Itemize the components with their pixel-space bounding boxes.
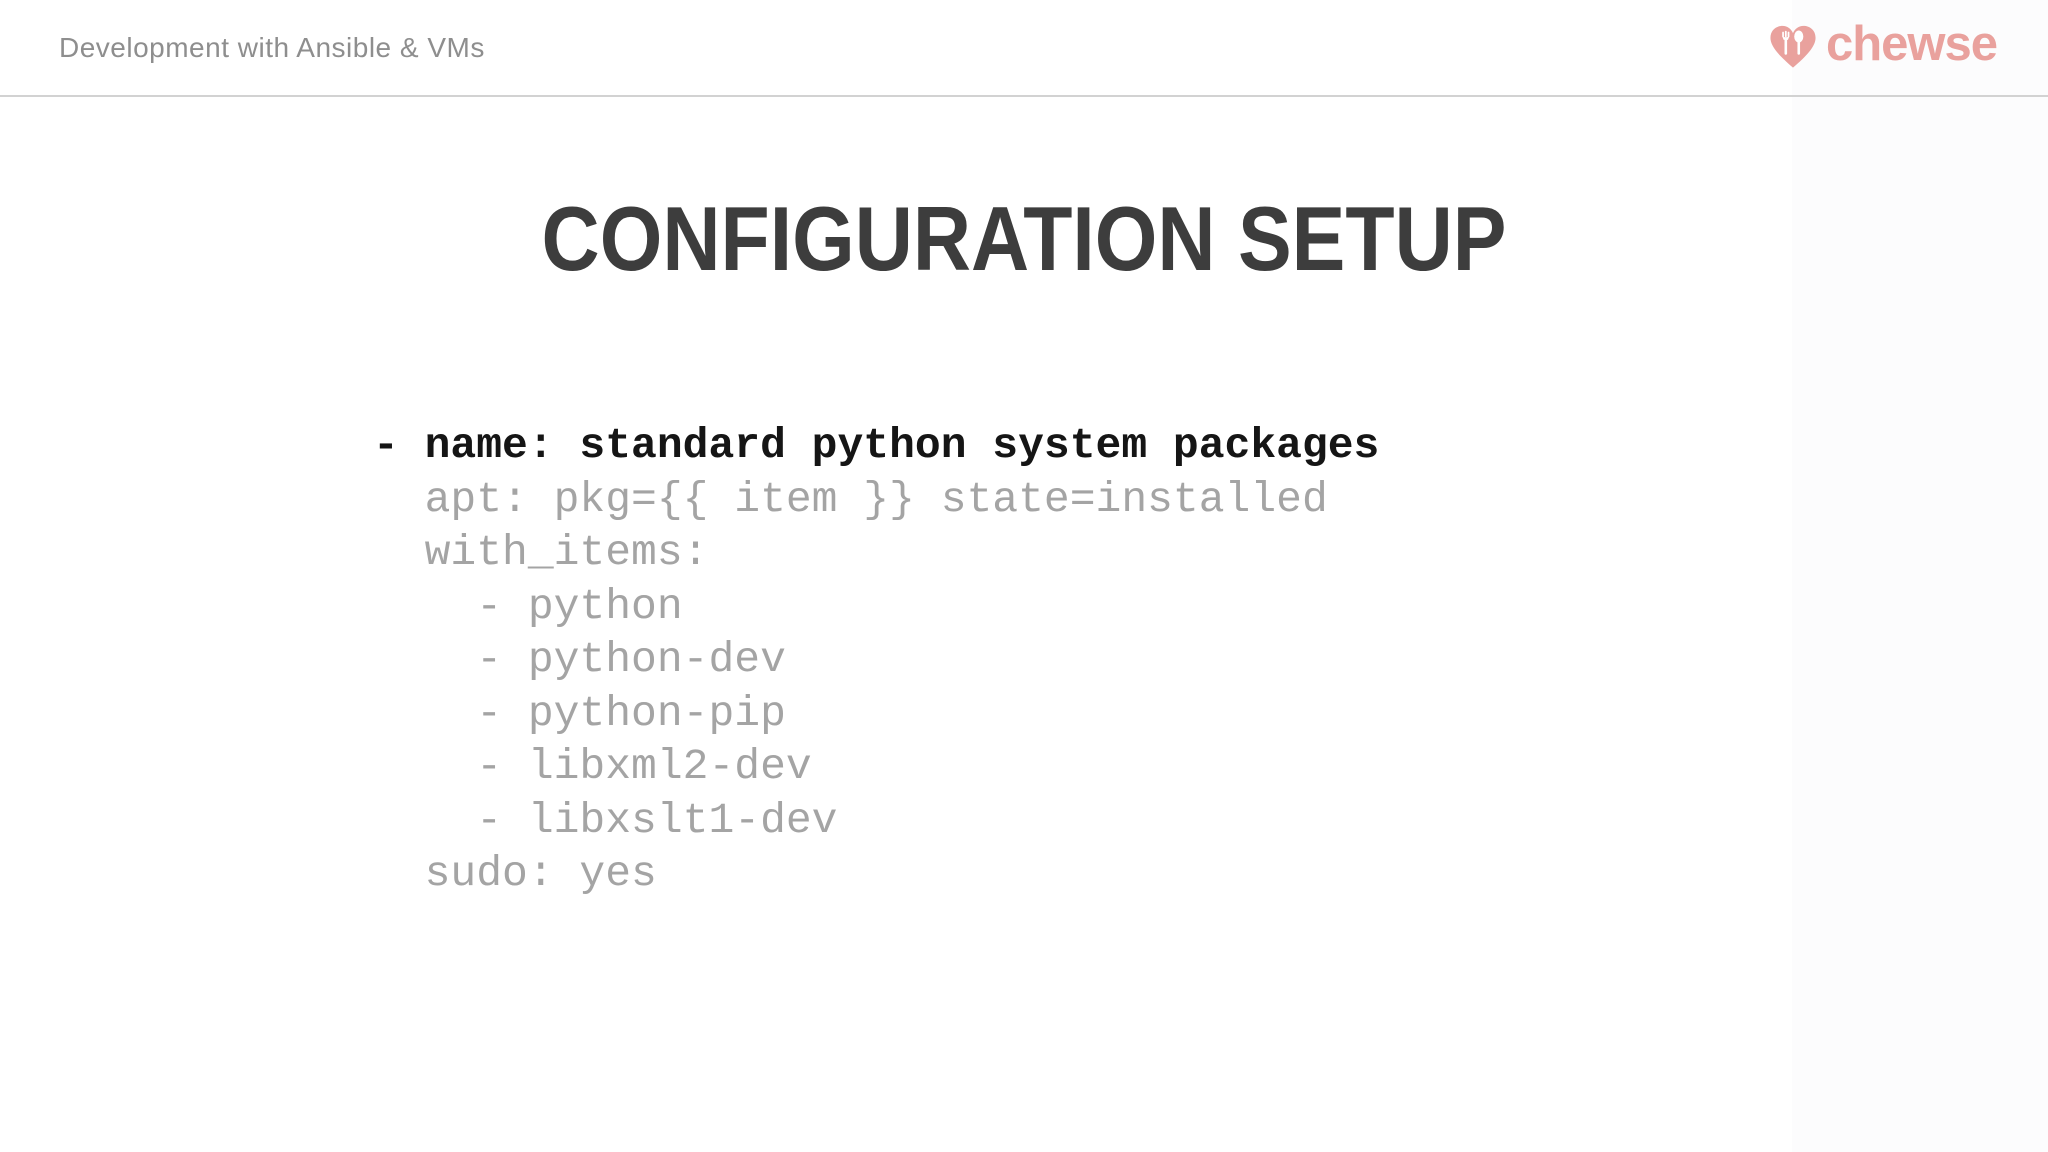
heart-fork-spoon-icon [1769, 25, 1817, 70]
code-line: with_items: [373, 528, 709, 577]
code-line: - python [373, 581, 683, 631]
slide-right-margin [1792, 0, 2048, 1152]
code-block: - name: standard python system packages … [373, 419, 1379, 901]
brand-logo-text: chewse [1825, 17, 1998, 71]
deck-title: Development with Ansible & VMs [59, 31, 485, 63]
code-line: sudo: yes [373, 849, 657, 898]
code-line: - libxml2-dev [373, 742, 812, 791]
code-line: - python-dev [373, 635, 786, 684]
code-line: - name: standard python system packages [373, 421, 1380, 470]
code-line: - python-pip [373, 688, 786, 738]
code-line: apt: pkg={{ item }} state=installed [373, 474, 1328, 524]
brand-logo: chewse [1769, 0, 1998, 95]
header-bar: Development with Ansible & VMs c [0, 0, 2048, 97]
code-line: - libxslt1-dev [373, 795, 838, 845]
slide-title: CONFIGURATION SETUP [541, 189, 1507, 290]
